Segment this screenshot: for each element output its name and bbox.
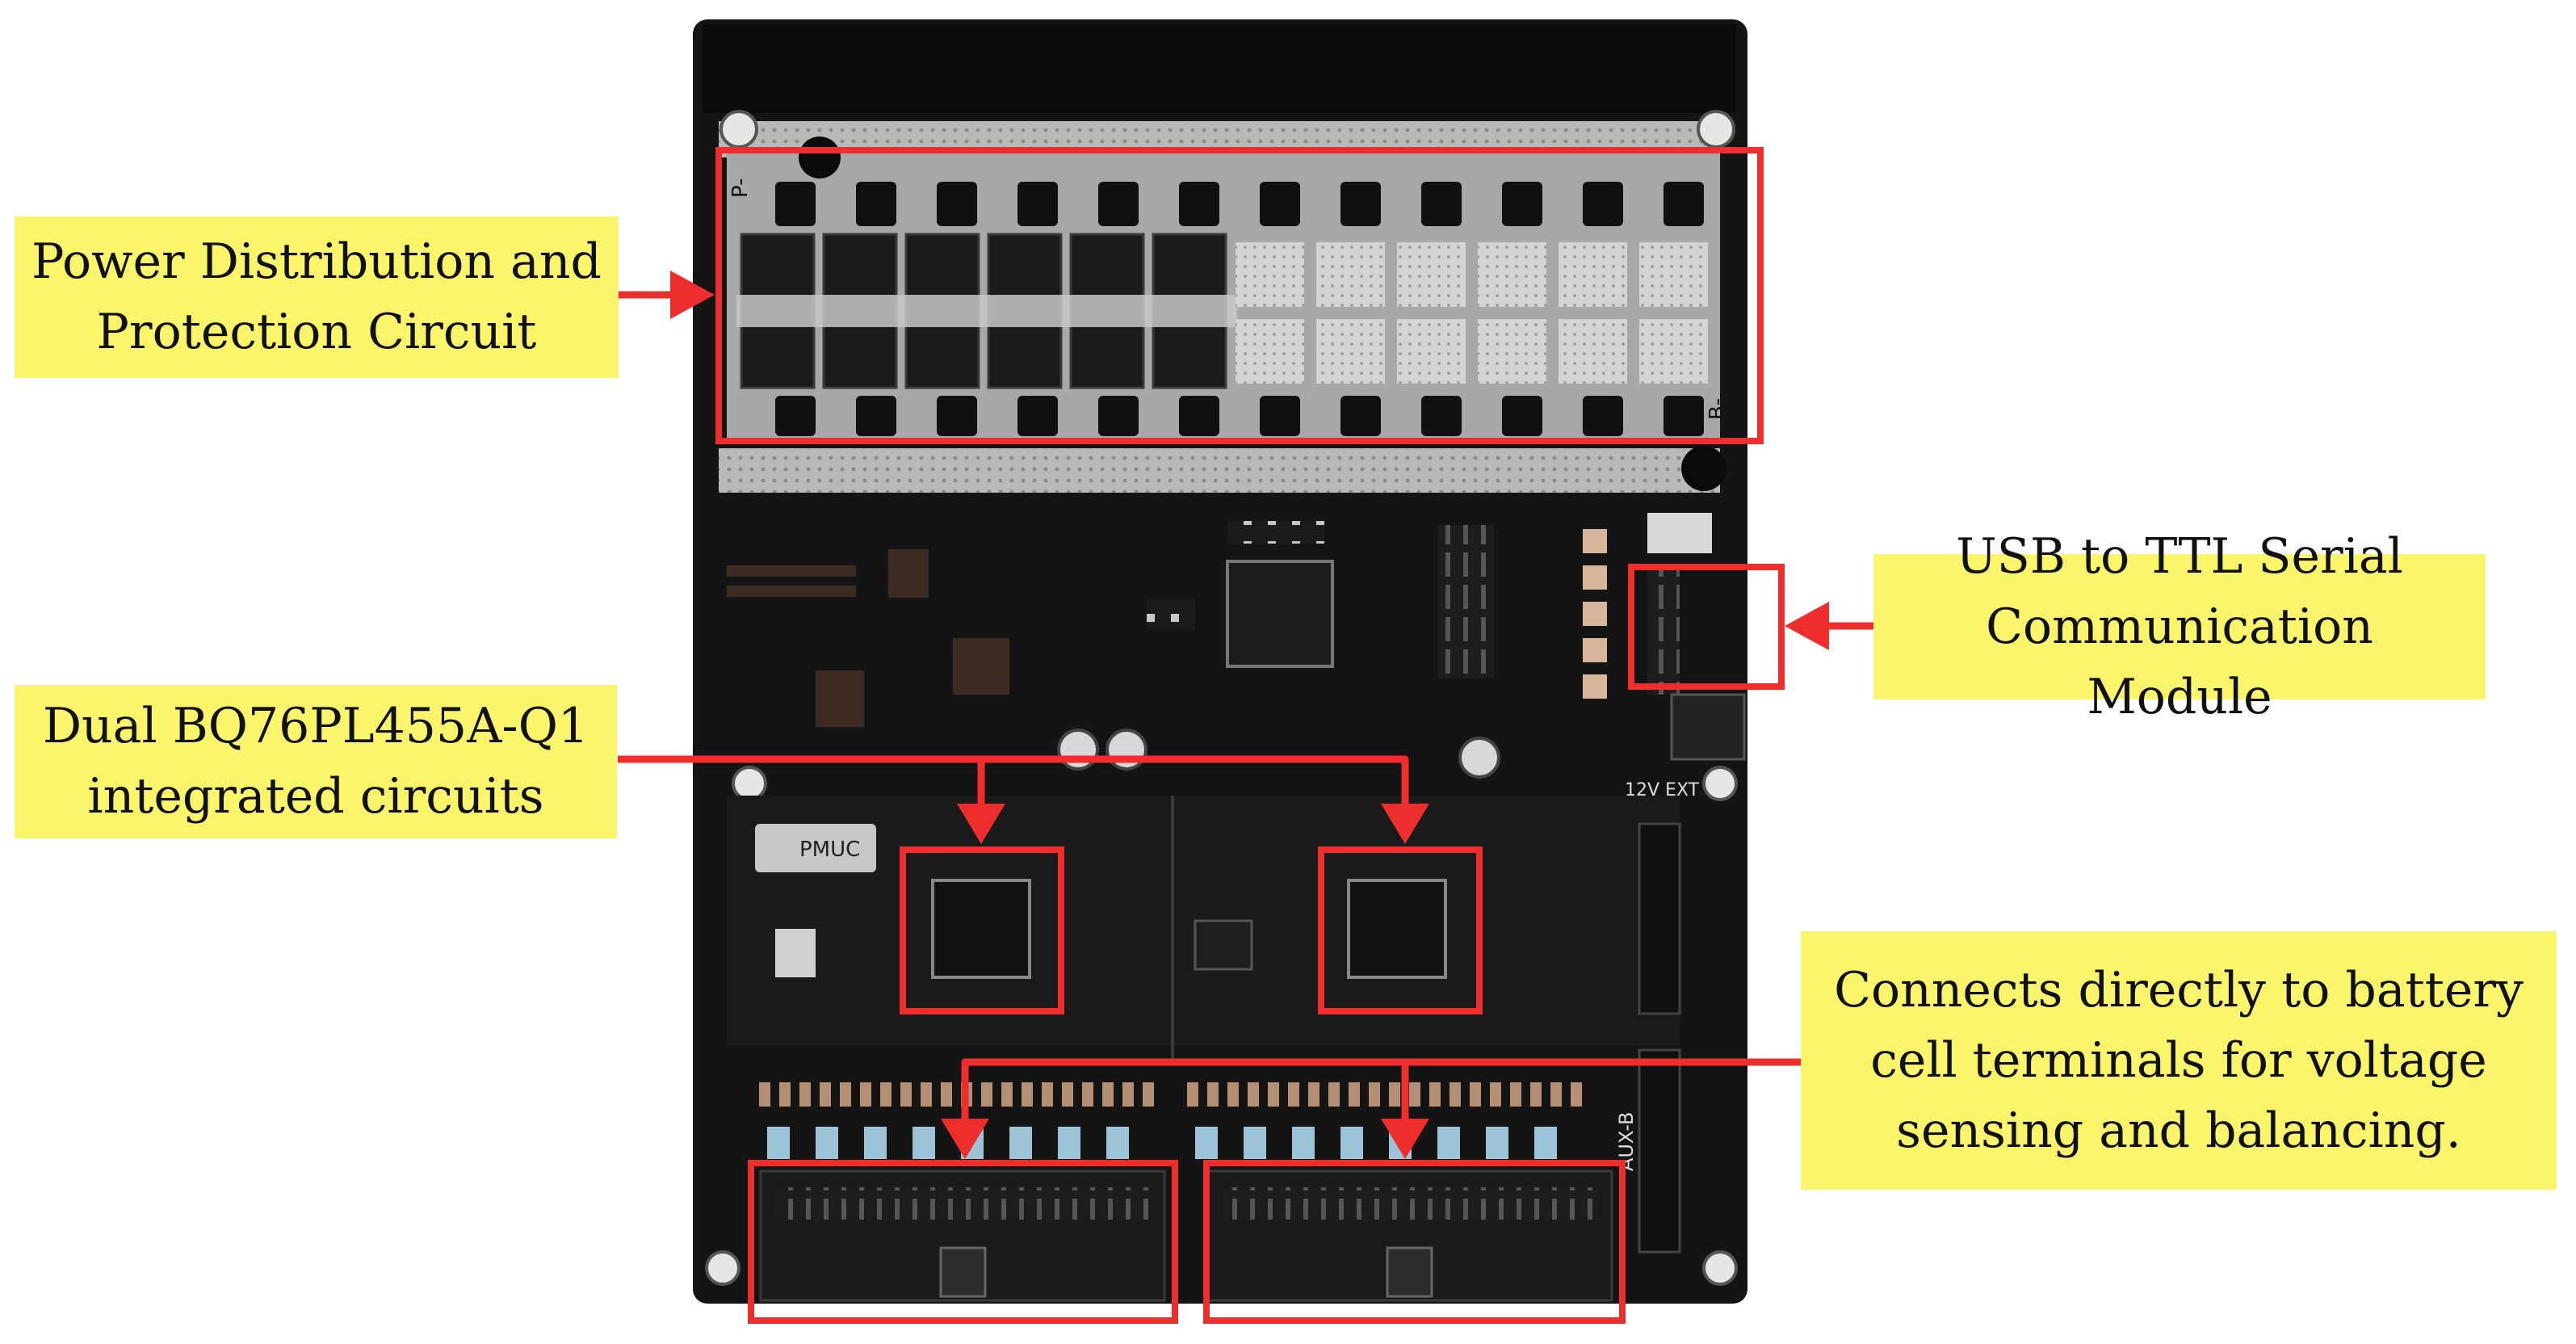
callout-power-text: Power Distribution and Protection Circui… (31, 233, 602, 360)
board-label-p-minus: P- (728, 178, 753, 199)
highlight-power-circuit (715, 147, 1764, 444)
arrow-bq-right-head (1381, 804, 1429, 844)
highlight-bq-ic-right (1318, 846, 1483, 1014)
controller-section: 12V EXT (727, 513, 1746, 800)
callout-cell-connectors: Connects directly to battery cell termin… (1801, 931, 2557, 1190)
callout-bq-text: Dual BQ76PL455A-Q1 integrated circuits (42, 698, 589, 825)
callout-connects-text: Connects directly to battery cell termin… (1834, 961, 2524, 1159)
arrows (618, 271, 1873, 1159)
highlight-connector-left (748, 1160, 1178, 1324)
callout-dual-bq: Dual BQ76PL455A-Q1 integrated circuits (15, 685, 617, 838)
arrow-bq-left-head (957, 804, 1005, 844)
afe-section: PMUC AUX-B (727, 796, 1681, 1302)
arrow-power (618, 271, 715, 319)
callout-usb-ttl: USB to TTL Serial Communication Module (1873, 528, 2486, 725)
board-logo: PMUC (799, 838, 860, 862)
highlight-bq-ic-left (900, 846, 1064, 1014)
callout-usb-text: USB to TTL Serial Communication Module (1956, 527, 2403, 725)
arrow-connects (961, 1058, 1801, 1123)
highlight-boxes (715, 147, 1785, 1324)
arrow-usb (1785, 602, 1873, 650)
arrow-connects-left-head (941, 1119, 989, 1159)
highlight-usb-module (1628, 564, 1785, 690)
mosfet-array: P- B- (728, 178, 1730, 436)
callout-power-distribution: Power Distribution and Protection Circui… (15, 216, 619, 378)
highlight-connector-right (1203, 1160, 1626, 1324)
arrow-bq (618, 755, 1409, 808)
board-label-b-minus: B- (1705, 398, 1730, 420)
arrow-connects-right-head (1381, 1119, 1429, 1159)
